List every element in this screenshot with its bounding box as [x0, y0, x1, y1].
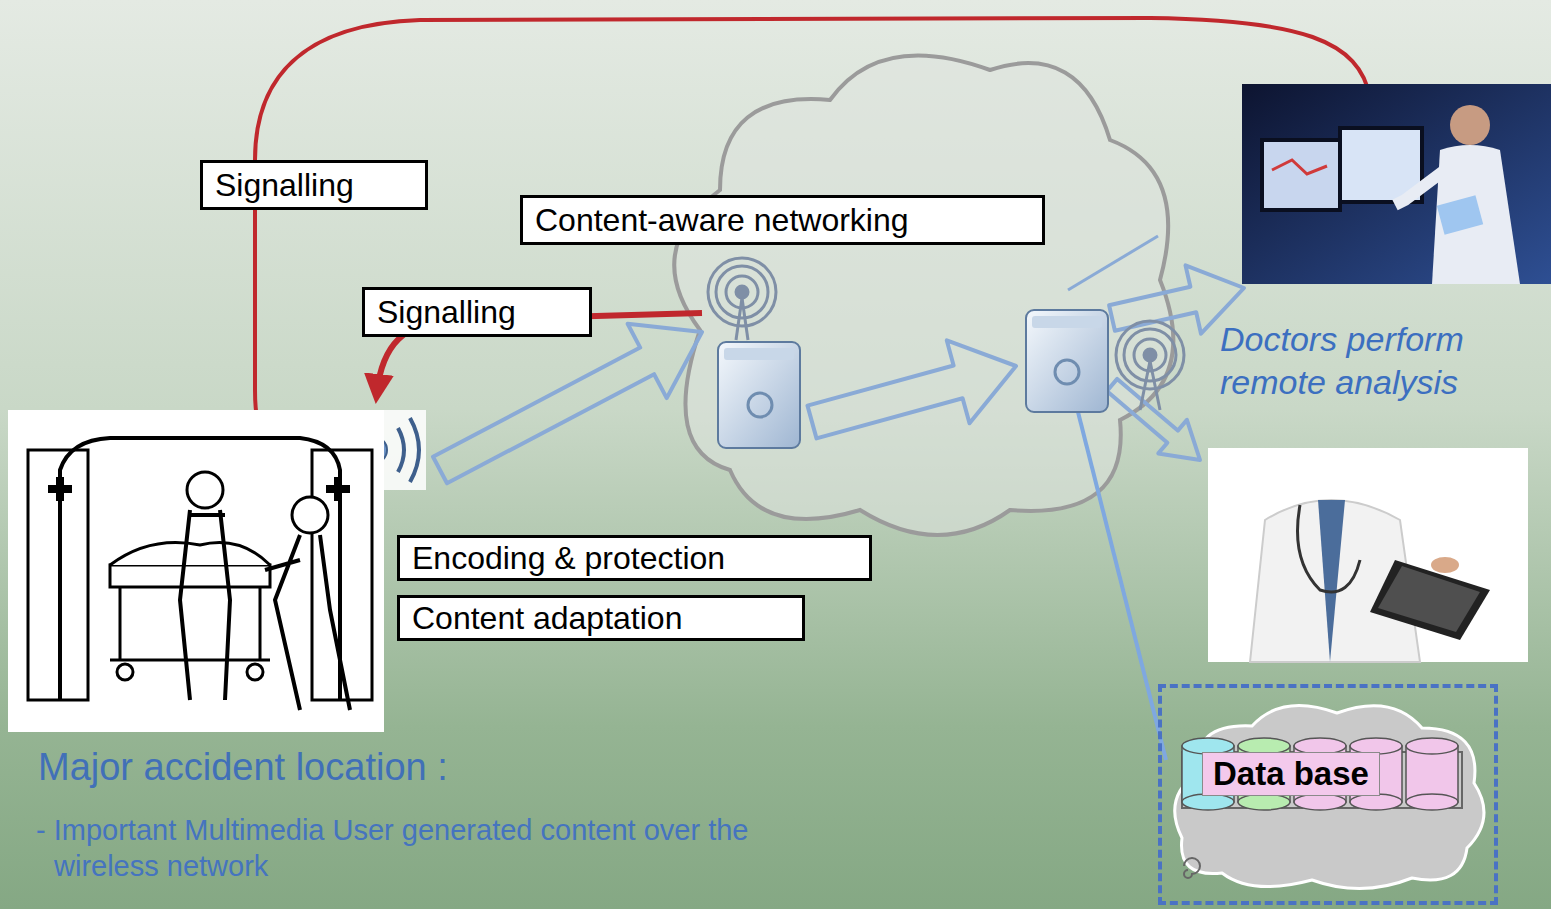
box-label: Content adaptation: [412, 600, 682, 637]
ambulance-illustration: [8, 410, 384, 732]
process-box: Content adaptation: [397, 595, 805, 641]
signalling-line: [255, 18, 1370, 466]
annotation: Doctors perform remote analysis: [1220, 318, 1546, 403]
box-label: Encoding & protection: [412, 540, 725, 577]
database-box: Data base: [1158, 684, 1498, 905]
doctor-tablet-photo: [1208, 448, 1528, 662]
location-note: - Important Multimedia User generated co…: [36, 812, 794, 885]
process-box: Content-aware networking: [520, 195, 1045, 245]
server-icon: [1026, 310, 1108, 412]
flow-arrow: [1107, 379, 1200, 460]
doctor-photo: [1242, 84, 1551, 284]
box-label: Data base: [1202, 752, 1380, 796]
network-cloud: [674, 55, 1173, 535]
signalling-box: Signalling: [362, 287, 592, 337]
antenna-icon: [708, 258, 776, 340]
process-box: Encoding & protection: [397, 535, 872, 581]
antenna-icon: [1116, 321, 1184, 410]
signalling-box: Signalling: [200, 160, 428, 210]
flow-arrow: [808, 340, 1017, 438]
box-label: Content-aware networking: [535, 202, 909, 239]
box-label: Signalling: [215, 167, 354, 204]
stray-line: [1068, 236, 1158, 290]
box-label: Signalling: [377, 294, 516, 331]
flow-arrow: [433, 324, 702, 484]
location-heading: Major accident location :: [38, 746, 798, 789]
database-link: [1078, 412, 1166, 760]
server-icon: [718, 342, 800, 448]
